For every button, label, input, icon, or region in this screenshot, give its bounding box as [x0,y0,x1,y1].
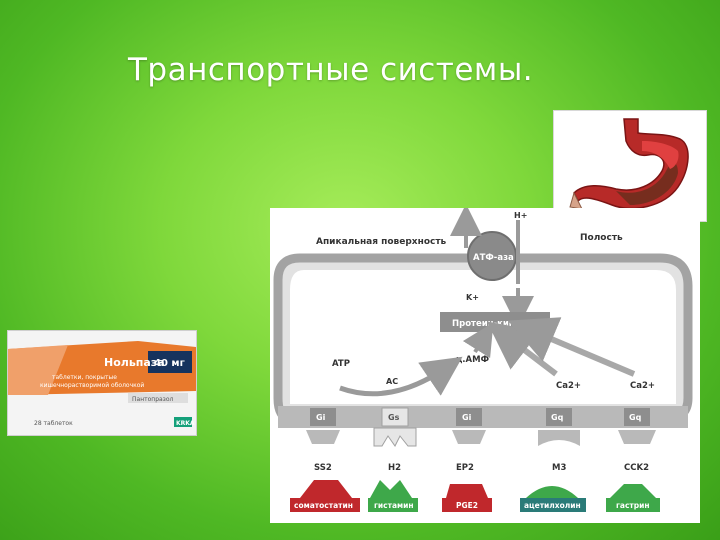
receptor-name-h2: H2 [388,463,401,473]
receptor-name-ss2: SS2 [314,463,332,473]
atp-label: ATP [332,359,350,369]
somatostatin-shape [300,480,352,498]
stomach-illustration [553,110,707,222]
ca-label-1: Ca2+ [556,381,581,391]
receptor-name-cck2: CCK2 [624,463,649,473]
cavity-label: Полость [580,233,623,243]
box-desc-1: таблетки, покрытые [52,374,117,381]
box-maker: KRKA [176,420,195,427]
stomach-icon [569,118,689,210]
receptor-label-5: Gq [629,413,642,422]
slide-title: Транспортные системы. [128,52,534,88]
protein-kinase-label: Протеин-киназы [452,319,533,329]
parietal-cell-diagram: Апикальная поверхность Полость H+ АТФ-аз… [270,208,700,523]
gastrin-shape [610,484,656,498]
ligand-gastrin: гастрин [616,501,650,510]
histamine-shape [370,480,412,498]
k-ion-label: K+ [466,293,479,302]
ligand-histamine: гистамин [374,501,414,510]
receptor-label-3: Gi [462,413,472,422]
receptor-label-2: Gs [388,413,400,422]
h-ion-label: H+ [514,211,527,220]
box-dose: 40 мг [154,358,185,369]
atpase-label: АТФ-аза [473,253,514,263]
camp-label: ц.АМФ [456,355,489,365]
box-brand: Нольпаза [104,356,165,369]
receptor-gq-2 [624,408,650,426]
acetylcholine-shape [526,486,578,498]
receptor-name-ep2: EP2 [456,463,474,473]
receptor-name-m3: M3 [552,463,566,473]
ca-label-2: Ca2+ [630,381,655,391]
receptor-label-4: Gq [551,413,564,422]
medication-box-art: 40 мг Нольпаза таблетки, покрытые кишечн… [8,331,196,435]
cell-diagram-svg: Апикальная поверхность Полость H+ АТФ-аз… [273,208,693,512]
box-desc-2: кишечнорастворимой оболочкой [40,382,144,389]
receptor-label-1: Gi [316,413,326,422]
receptor-gs [381,407,409,427]
ligand-somatostatin: соматостатин [294,501,353,510]
pge2-shape [446,484,488,498]
box-pack-count: 28 таблеток [34,420,73,427]
receptor-gi-2 [456,408,482,426]
ac-label: AC [386,377,398,386]
receptor-gi-1 [310,408,336,426]
medication-box: 40 мг Нольпаза таблетки, покрытые кишечн… [7,330,197,436]
apical-surface-label: Апикальная поверхность [316,237,447,247]
box-generic: Пантопразол [132,396,174,403]
receptor-gq-1 [546,408,572,426]
ligand-pge2: PGE2 [456,501,478,510]
ligand-acetylcholine: ацетилхолин [524,501,581,510]
